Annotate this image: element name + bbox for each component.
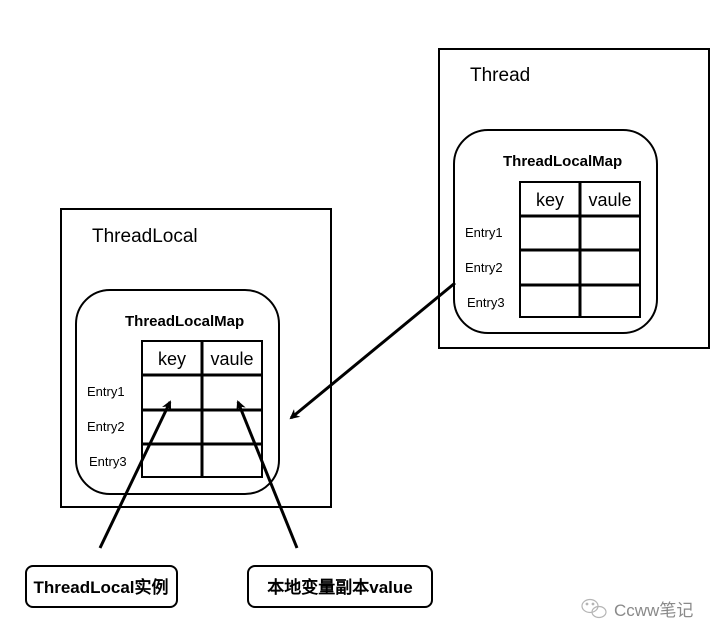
threadlocal-entry2: Entry2 <box>87 419 125 434</box>
thread-entry2: Entry2 <box>465 260 503 275</box>
arrow-key-pointer <box>98 400 172 549</box>
value-label-text: 本地变量副本value <box>267 577 412 597</box>
thread-col-key: key <box>536 190 564 210</box>
threadlocal-map-table: key vaule <box>141 340 263 478</box>
value-label-box: 本地变量副本value <box>247 565 433 608</box>
arrow-value-pointer <box>236 400 299 549</box>
threadlocal-col-key: key <box>158 349 186 369</box>
wechat-icon <box>581 598 607 619</box>
thread-title: Thread <box>470 65 530 86</box>
threadlocal-box: ThreadLocal ThreadLocalMap key vaule Ent… <box>60 208 332 508</box>
key-label-text: ThreadLocal实例 <box>33 577 168 597</box>
threadlocal-map-title: ThreadLocalMap <box>125 313 244 330</box>
threadlocal-col-value: vaule <box>210 349 253 369</box>
threadlocal-title: ThreadLocal <box>92 226 198 247</box>
key-label-box: ThreadLocal实例 <box>25 565 178 608</box>
thread-entry1: Entry1 <box>465 225 503 240</box>
thread-map-table: key vaule <box>519 181 641 318</box>
thread-map-container <box>453 129 658 334</box>
threadlocal-entry1: Entry1 <box>87 384 125 399</box>
thread-entry3: Entry3 <box>467 295 505 310</box>
watermark: Ccww笔记 <box>581 598 693 620</box>
arrow-thread-to-threadlocal <box>289 281 456 420</box>
watermark-text: Ccww笔记 <box>614 601 693 620</box>
thread-box: Thread ThreadLocalMap key vaule Entry1 E… <box>438 48 710 349</box>
thread-col-value: vaule <box>588 190 631 210</box>
threadlocal-entry3: Entry3 <box>89 454 127 469</box>
thread-map-title: ThreadLocalMap <box>503 153 622 170</box>
threadlocal-map-container <box>75 289 280 495</box>
